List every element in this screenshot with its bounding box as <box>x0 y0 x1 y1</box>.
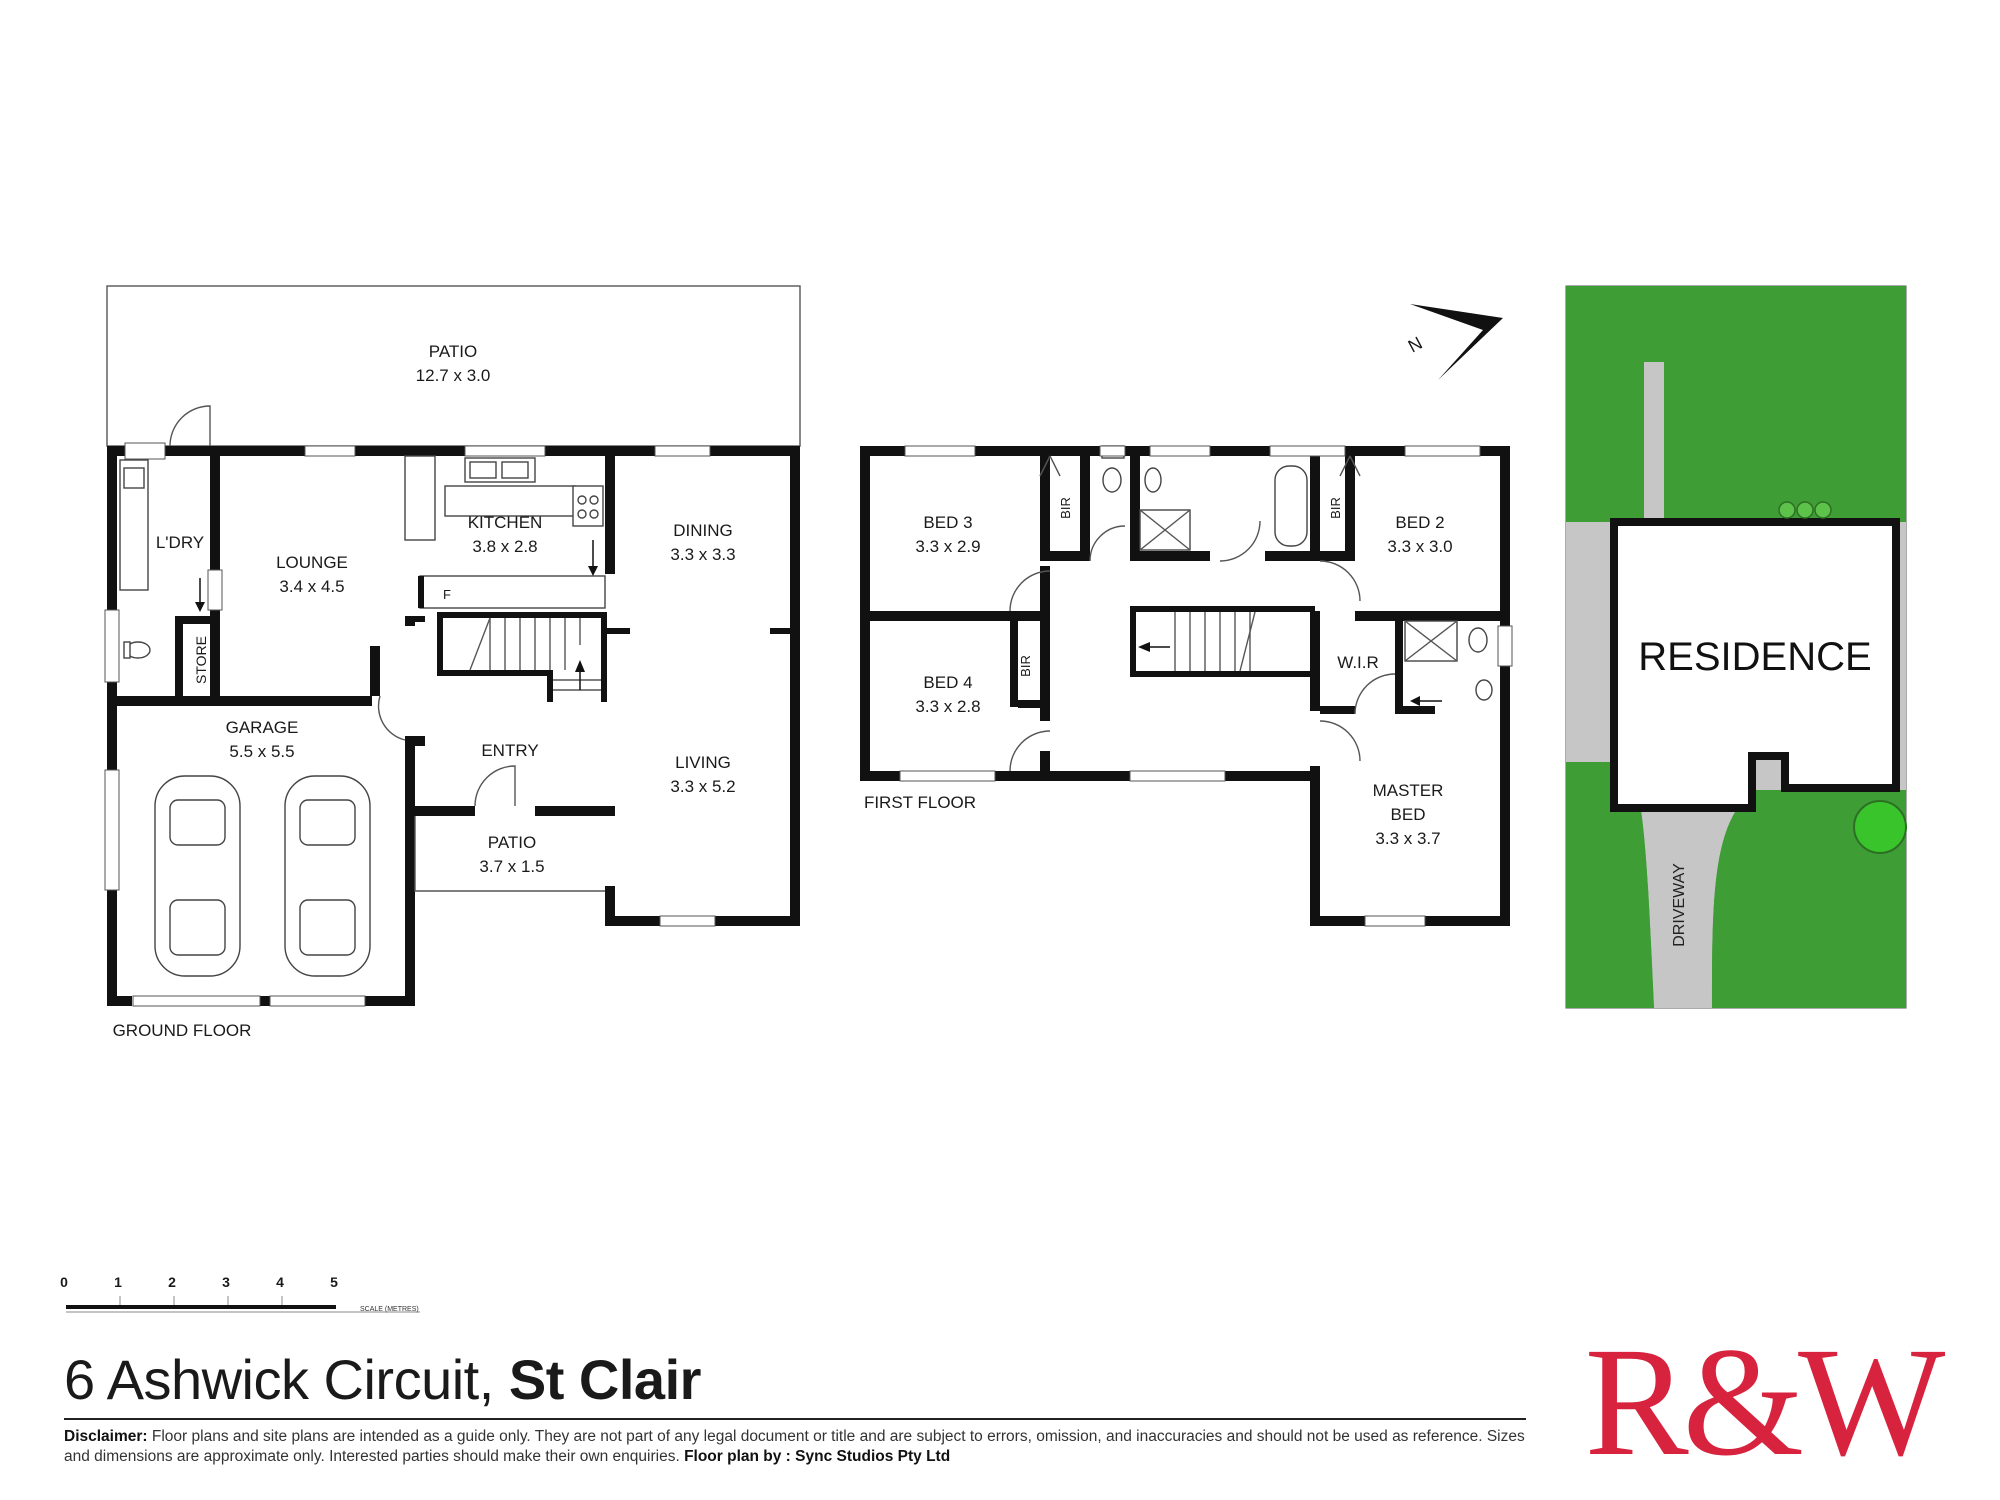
credit-text: Sync Studios Pty Ltd <box>795 1448 951 1465</box>
first-floor-stairs <box>1174 611 1256 672</box>
room-size: 3.3 x 2.8 <box>915 697 980 716</box>
room-size: 3.8 x 2.8 <box>472 537 537 556</box>
room-size: 3.3 x 3.3 <box>670 545 735 564</box>
bir-label: BIR <box>1018 655 1033 677</box>
credit-label: Floor plan by : <box>684 1448 791 1465</box>
driveway-label: DRIVEWAY <box>1671 863 1688 947</box>
bir-label: BIR <box>1058 497 1073 519</box>
room-name: PATIO <box>429 342 478 361</box>
svg-text:N: N <box>1405 333 1426 357</box>
first-floor-label: FIRST FLOOR <box>864 793 976 812</box>
room-name: BED <box>1391 805 1426 824</box>
disclaimer-text: Floor plans and site plans are intended … <box>64 1428 1525 1465</box>
room-name: PATIO <box>488 833 537 852</box>
divider <box>64 1418 1526 1420</box>
room-name: MASTER <box>1373 781 1444 800</box>
room-size: 3.4 x 4.5 <box>279 577 344 596</box>
shrub-icon <box>1778 501 1796 519</box>
shrub-icon <box>1814 501 1832 519</box>
room-size: 12.7 x 3.0 <box>416 366 491 385</box>
shrub-icon <box>1796 501 1814 519</box>
room-name: W.I.R <box>1337 653 1379 672</box>
scale-tick: 3 <box>222 1274 230 1290</box>
ground-stairs <box>469 617 601 691</box>
scale-bar: 0 1 2 3 4 5 SCALE (METRES) <box>60 1274 420 1313</box>
site-plan: RESIDENCE DRIVEWAY <box>1565 285 1907 1009</box>
scale-tick: 1 <box>114 1274 122 1290</box>
room-name: KITCHEN <box>468 513 543 532</box>
room-size: 3.3 x 5.2 <box>670 777 735 796</box>
room-name: STORE <box>193 636 209 684</box>
bir-label: BIR <box>1328 497 1343 519</box>
stair-arrow-icon <box>575 660 585 672</box>
room-name: L'DRY <box>156 533 204 552</box>
room-size: 3.3 x 3.0 <box>1387 537 1452 556</box>
room-size: 3.3 x 3.7 <box>1375 829 1440 848</box>
brand-logo: R&W <box>1584 1315 1946 1488</box>
first-floor-plan: BED 3 3.3 x 2.9 BED 2 3.3 x 3.0 BED 4 3.… <box>860 445 1513 927</box>
ground-floor-label: GROUND FLOOR <box>113 1021 252 1040</box>
scale-tick: 0 <box>60 1274 68 1290</box>
disclaimer-label: Disclaimer: <box>64 1428 148 1445</box>
address-street: 6 Ashwick Circuit, <box>64 1348 494 1411</box>
room-name: GARAGE <box>226 718 299 737</box>
tree-icon <box>1853 800 1907 854</box>
fridge-label: F <box>443 587 451 602</box>
room-name: ENTRY <box>481 741 538 760</box>
room-name: BED 2 <box>1395 513 1444 532</box>
room-name: BED 4 <box>923 673 972 692</box>
scale-tick: 5 <box>330 1274 338 1290</box>
north-arrow-icon: N <box>1405 304 1503 380</box>
scale-tick: 2 <box>168 1274 176 1290</box>
car-icon <box>284 775 371 977</box>
residence-label: RESIDENCE <box>1638 635 1871 679</box>
ground-floor-plan: PATIO 12.7 x 3.0 L'DRY STORE LOUNGE 3.4 … <box>104 285 801 1040</box>
car-icon <box>154 775 241 977</box>
residence-footprint <box>1610 518 1900 812</box>
address-suburb: St Clair <box>508 1348 702 1411</box>
room-name: BED 3 <box>923 513 972 532</box>
driveway <box>1566 762 1906 1008</box>
room-name: LIVING <box>675 753 731 772</box>
room-name: DINING <box>673 521 733 540</box>
room-size: 3.3 x 2.9 <box>915 537 980 556</box>
scale-tick: 4 <box>276 1274 284 1290</box>
scale-unit-label: SCALE (METRES) <box>360 1306 419 1313</box>
disclaimer: Disclaimer: Floor plans and site plans a… <box>64 1427 1544 1467</box>
room-name: LOUNGE <box>276 553 348 572</box>
room-size: 5.5 x 5.5 <box>229 742 294 761</box>
room-size: 3.7 x 1.5 <box>479 857 544 876</box>
property-address: 6 Ashwick Circuit, St Clair <box>64 1350 701 1410</box>
